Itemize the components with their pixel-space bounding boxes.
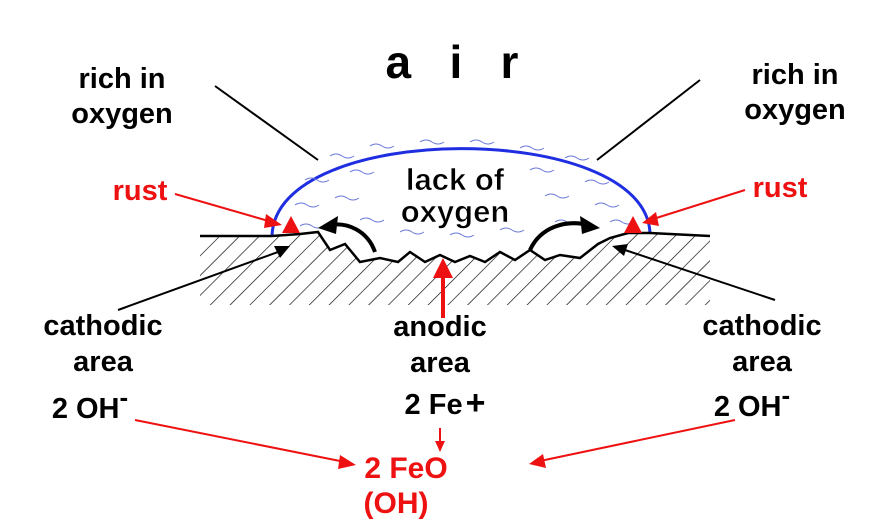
- label-rust-left: rust: [113, 175, 168, 207]
- label-cathodic-left-2: area: [73, 346, 134, 378]
- pointer-rust-right: [649, 189, 746, 221]
- metal-surface: [200, 230, 711, 264]
- arrow-oh-left-head: [338, 455, 356, 469]
- pointer-rust-left: [174, 193, 273, 223]
- formula-oh-left: 2 OH-: [52, 382, 128, 425]
- water-droplet: [270, 147, 652, 237]
- pointer-cathodic-left: [117, 251, 279, 311]
- formula-product-2: (OH): [364, 487, 429, 520]
- pointer-rust-right-head: [642, 212, 659, 226]
- label-lack-1: lack of: [406, 162, 505, 197]
- label-lack-2: oxygen: [401, 194, 510, 229]
- label-rich-right-1: rich in: [751, 59, 838, 91]
- label-rich-left-2: oxygen: [71, 98, 173, 130]
- anodic-arrow-head: [433, 258, 453, 278]
- rust-marker-left: [282, 216, 300, 233]
- water-ripples: [294, 139, 635, 238]
- label-cathodic-left-1: cathodic: [43, 310, 162, 342]
- pointer-cathodic-left-head: [274, 246, 290, 258]
- arrow-oh-left-to-product: [134, 419, 346, 463]
- pointer-rich-right: [596, 79, 701, 161]
- flow-arrow-right: [528, 216, 600, 251]
- flow-arrow-left: [318, 216, 377, 253]
- arrow-oh-right-to-product: [539, 419, 736, 462]
- title-air: a i r: [386, 36, 519, 88]
- label-rich-right-2: oxygen: [744, 94, 846, 126]
- label-cathodic-right-1: cathodic: [702, 310, 821, 342]
- formula-oh-right: 2 OH-: [714, 380, 790, 423]
- label-rust-right: rust: [753, 172, 808, 204]
- pointer-rich-left: [214, 85, 319, 161]
- label-anodic-2: area: [410, 347, 471, 379]
- pointer-rust-left-head: [264, 214, 282, 228]
- formula-fe: 2 Fe+: [405, 384, 486, 422]
- label-cathodic-right-2: area: [732, 346, 793, 378]
- arrow-oh-right-head: [529, 454, 546, 468]
- label-rich-left-1: rich in: [78, 63, 165, 95]
- pointer-cathodic-right: [624, 249, 776, 301]
- formula-product-1: 2 FeO: [364, 452, 447, 485]
- arrow-fe-head: [435, 441, 445, 452]
- pointer-cathodic-right-head: [612, 244, 628, 256]
- rust-marker-right: [624, 216, 642, 233]
- label-anodic-1: anodic: [393, 311, 486, 343]
